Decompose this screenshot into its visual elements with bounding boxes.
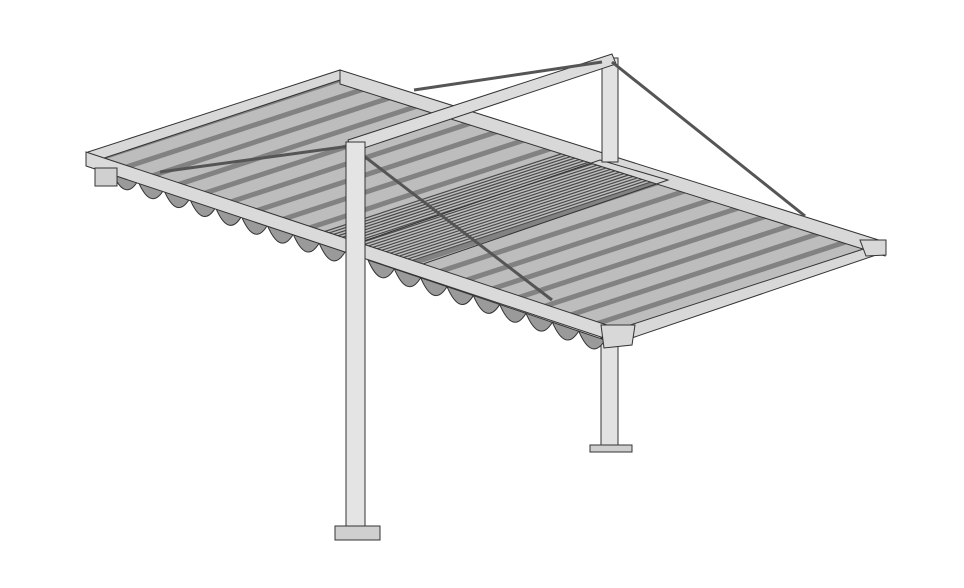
fabric-fold (146, 92, 400, 180)
fabric-fold (359, 163, 618, 250)
fabric-fold (393, 175, 653, 262)
front-post (345, 141, 366, 531)
fabric-fold (380, 170, 640, 257)
fabric-fold (328, 153, 586, 240)
fabric-fold (398, 176, 658, 263)
tension-cable-front (355, 148, 553, 302)
fabric-fold (354, 162, 613, 249)
left-bracket (94, 167, 118, 187)
fabric-fold (510, 211, 774, 303)
fabric-fold (337, 156, 595, 243)
tension-cable-left (159, 144, 351, 174)
fabric-fold (406, 177, 667, 268)
right-back-end-cap (859, 239, 887, 257)
fabric-fold (172, 101, 427, 189)
fabric-fold (376, 169, 635, 256)
fabric-fold (562, 228, 828, 320)
fabric-fold (372, 168, 631, 254)
fabric-fold (367, 166, 627, 253)
back-post (589, 337, 633, 453)
fabric-fold (402, 178, 662, 265)
fabric-fold (120, 84, 373, 172)
fabric-fold (385, 172, 644, 259)
front-post-base-plate (334, 525, 381, 541)
fabric-fold (363, 165, 622, 251)
fabric-fold (432, 186, 694, 277)
fabric-fold (324, 152, 582, 238)
fabric-fold (389, 173, 649, 260)
fabric-fold (350, 161, 609, 247)
fabric-fold (588, 237, 855, 329)
fabric-fold (484, 203, 748, 294)
tension-cable-back (413, 60, 603, 92)
back-post-base-plate (589, 444, 633, 453)
tension-cable-right (611, 60, 806, 218)
fabric-fold (341, 158, 600, 244)
fabric-fold (276, 135, 534, 224)
back-post-lower (600, 337, 619, 447)
right-front-end-cap (600, 324, 636, 349)
fabric-fold (333, 155, 591, 241)
fabric-fold (250, 126, 507, 215)
back-post-upper (601, 57, 619, 163)
fabric-fold (458, 194, 721, 285)
fabric-fold (536, 220, 801, 312)
